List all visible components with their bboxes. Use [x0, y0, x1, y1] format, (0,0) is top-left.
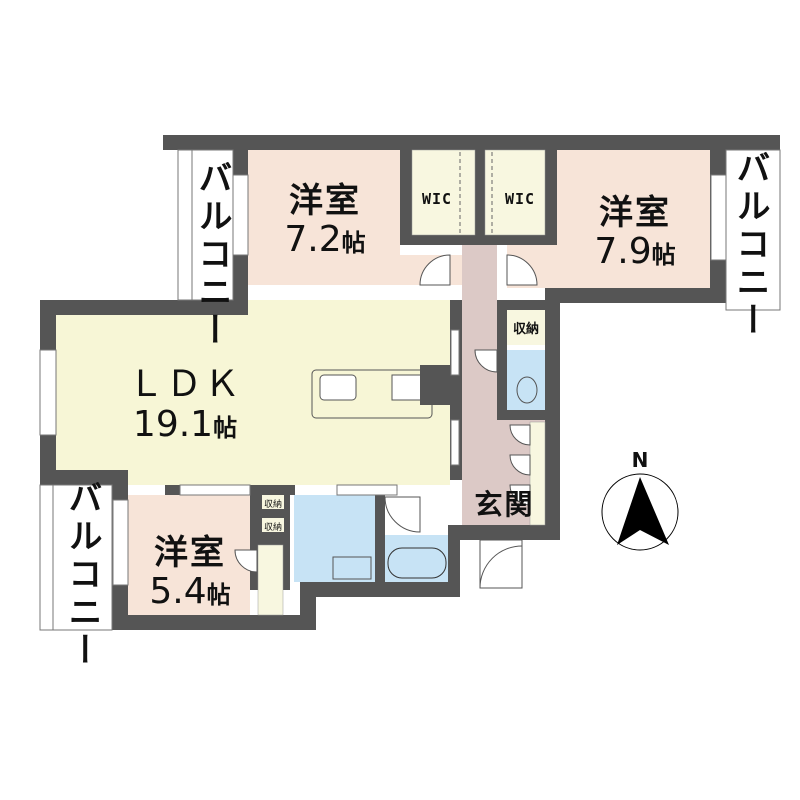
- room-western-sw: [128, 495, 250, 615]
- room-unit: 帖: [206, 581, 231, 610]
- closet-sw: [257, 544, 284, 616]
- room-name: ＬＤＫ: [127, 364, 242, 405]
- entrance-door: [479, 539, 523, 589]
- compass: [601, 473, 679, 551]
- room-size: 19.1: [132, 403, 214, 445]
- room-size: 7.2: [284, 219, 342, 261]
- wic-left: [411, 149, 476, 236]
- bathtub-icon: [387, 547, 447, 579]
- compass-north-label: N: [631, 448, 649, 472]
- room-name: 洋室: [154, 533, 226, 573]
- balcony-areas: [39, 149, 781, 631]
- room-unit: 帖: [651, 241, 676, 270]
- sink: [319, 374, 357, 401]
- storage-hall: [507, 310, 545, 345]
- north-arrow-icon: [617, 477, 669, 545]
- storage-hall-label: 収納: [512, 322, 539, 337]
- storage-small-1-label: 収納: [263, 500, 282, 510]
- wic-left-label: WIC: [421, 190, 453, 208]
- entrance-label: 玄関: [474, 488, 535, 521]
- toilet-icon: [516, 376, 538, 404]
- room-name: 洋室: [289, 181, 361, 221]
- room-western-ne: [557, 150, 710, 288]
- wic-right-label: WIC: [504, 190, 536, 208]
- room-western-ne-label: 洋室 7.9帖: [570, 193, 700, 273]
- wic-right: [484, 149, 546, 236]
- storage-small-2-label: 収納: [263, 523, 282, 533]
- storage-small-1: [262, 495, 284, 509]
- room-size: 7.9: [594, 231, 652, 273]
- room-size: 5.4: [149, 571, 207, 613]
- room-western-sw-label: 洋室 5.4帖: [130, 533, 250, 613]
- balcony-ne-label: バルコニー: [730, 150, 770, 340]
- room-western-nw-label: 洋室 7.2帖: [260, 181, 390, 261]
- storage-small-2: [262, 518, 284, 532]
- balcony-nw-label: バルコニー: [192, 160, 232, 350]
- room-name: 洋室: [599, 193, 671, 233]
- hallway: [462, 245, 497, 525]
- room-unit: 帖: [213, 413, 238, 442]
- room-unit: 帖: [341, 229, 366, 258]
- washbasin: [332, 556, 372, 580]
- room-ldk-label: ＬＤＫ 19.1帖: [110, 365, 260, 444]
- stove: [391, 374, 423, 401]
- balcony-sw-label: バルコニー: [62, 480, 102, 670]
